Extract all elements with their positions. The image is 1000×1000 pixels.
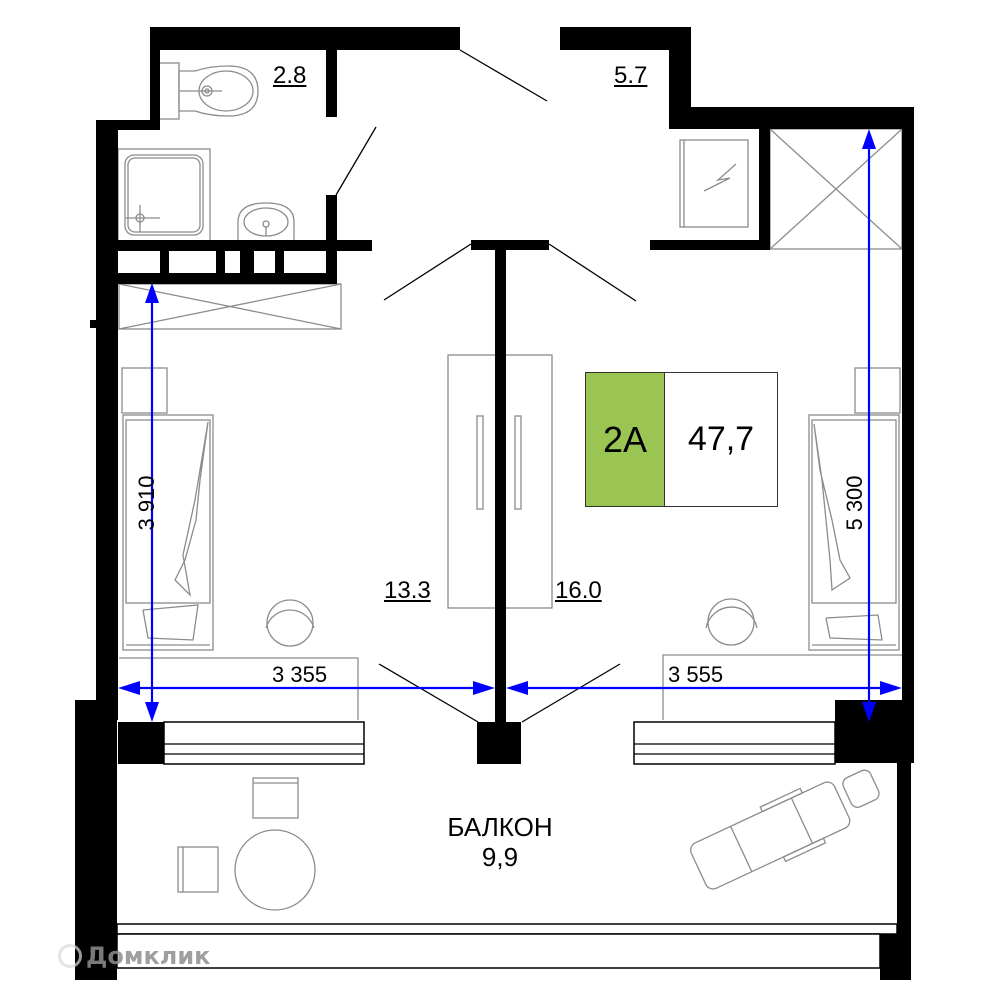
toilet-icon — [157, 62, 259, 120]
balcony-area: 9,9 — [481, 842, 519, 872]
chair-left-icon — [265, 599, 315, 647]
sun-lounger-icon — [690, 769, 880, 890]
desk-right — [662, 654, 903, 720]
desk-left — [119, 657, 359, 720]
dimension-left-height: 3 910 — [134, 475, 159, 531]
bed-right-icon — [808, 367, 901, 651]
chair-right-icon — [705, 598, 758, 646]
windows — [116, 721, 898, 969]
shaft-right — [769, 128, 903, 250]
dimension-right-width: 3 555 — [668, 662, 724, 687]
apartment-badge: 2A 47,7 — [585, 372, 778, 507]
total-area-cell: 47,7 — [665, 373, 777, 506]
total-area: 47,7 — [687, 420, 755, 458]
shower-icon — [117, 148, 211, 242]
dimension-lines — [118, 129, 902, 722]
room-left-area-label: 13.3 — [384, 577, 431, 604]
balcony-label-block: БАЛКОН 9,9 — [420, 812, 580, 872]
walls — [75, 27, 914, 980]
watermark-text: Домклик — [86, 942, 211, 970]
door-swings — [335, 49, 637, 723]
room-right-area-label: 16.0 — [555, 577, 602, 604]
watermark-logo-icon — [58, 944, 82, 968]
apartment-type-cell: 2A — [586, 373, 665, 506]
dimension-right-height: 5 300 — [842, 475, 867, 531]
balcony-glazing — [116, 923, 898, 969]
bed-left-icon — [121, 367, 214, 651]
balcony-table-icon — [177, 777, 316, 911]
sink-icon — [237, 202, 295, 240]
bathroom-area-label: 2.8 — [273, 62, 307, 89]
apartment-type: 2A — [602, 418, 648, 460]
balcony-label: БАЛКОН — [447, 812, 553, 842]
hallway-area-label: 5.7 — [614, 62, 648, 89]
window-left — [163, 721, 365, 765]
electrical-panel-icon — [679, 139, 749, 228]
dimension-left-width: 3 355 — [272, 662, 328, 687]
watermark: Домклик — [58, 942, 210, 970]
fixtures — [117, 62, 903, 911]
window-right — [633, 721, 836, 765]
